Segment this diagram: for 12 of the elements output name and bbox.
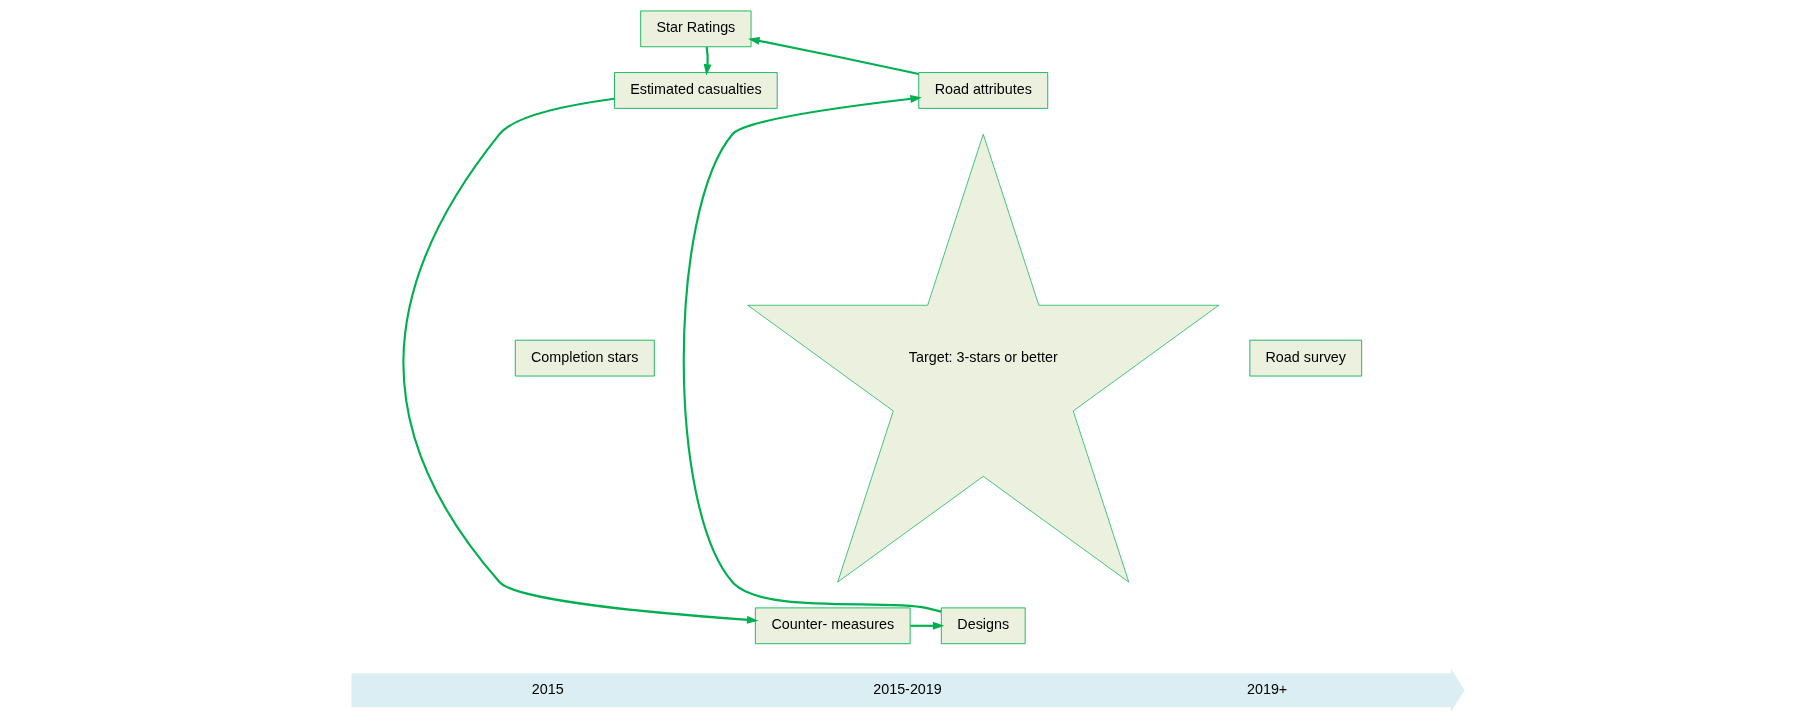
arrow	[402, 97, 758, 624]
node-box: Estimated casualties	[613, 72, 778, 109]
arrow	[747, 36, 919, 76]
node-box: Counter- measures	[754, 607, 911, 645]
node-box: Road attributes	[917, 72, 1048, 109]
arrow	[909, 621, 944, 630]
arrow	[682, 94, 941, 613]
node-box: Designs	[940, 607, 1026, 645]
node-box: Road survey	[1248, 339, 1362, 377]
node-box: Star Ratings	[639, 10, 751, 48]
arrow	[703, 46, 712, 76]
node-box: Completion stars	[514, 339, 655, 377]
